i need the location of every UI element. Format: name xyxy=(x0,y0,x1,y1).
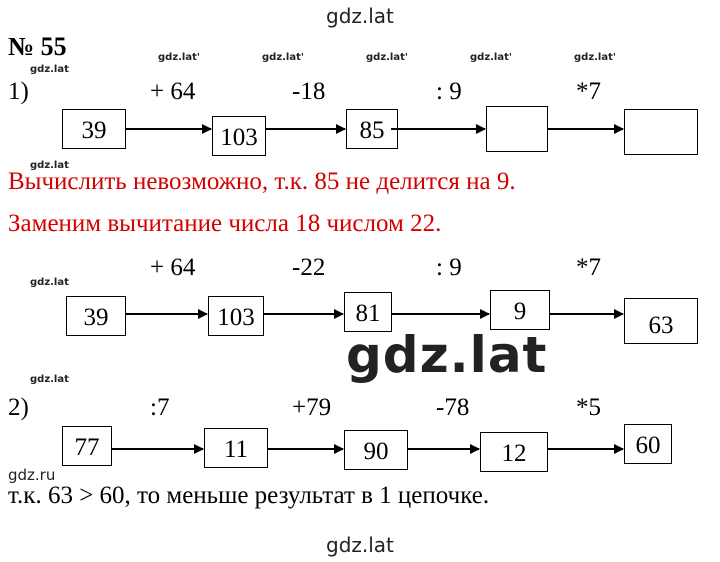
operation-label: +79 xyxy=(292,394,332,421)
value-box-empty xyxy=(624,109,698,155)
watermark-small: gdz.lat' xyxy=(366,52,408,63)
value-box: 60 xyxy=(624,424,672,464)
operation-label: *7 xyxy=(576,78,601,105)
value-box: 63 xyxy=(624,298,698,344)
operation-label: -18 xyxy=(292,78,326,105)
value-box: 85 xyxy=(346,109,398,149)
operation-label: + 64 xyxy=(150,78,196,105)
watermark-small: gdz.lat xyxy=(30,374,69,385)
operation-label: -78 xyxy=(436,394,470,421)
watermark-large: gdz.lat xyxy=(346,326,548,384)
operation-label: + 64 xyxy=(150,254,196,281)
value-box: 39 xyxy=(66,296,126,336)
value-box: 103 xyxy=(212,116,266,156)
operation-label: *5 xyxy=(576,394,601,421)
watermark-small: gdz.lat' xyxy=(262,52,304,63)
value-box: 90 xyxy=(344,430,408,470)
conclusion-text: т.к. 63 > 60, то меньше результат в 1 це… xyxy=(8,482,490,509)
error-message: Вычислить невозможно, т.к. 85 не делится… xyxy=(8,168,516,195)
watermark-bottom: gdz.lat xyxy=(326,533,394,557)
operation-label: : 9 xyxy=(436,78,462,105)
value-box: 11 xyxy=(204,428,268,468)
operation-label: :7 xyxy=(150,394,170,421)
watermark-small: gdz.lat xyxy=(30,160,69,171)
value-box: 77 xyxy=(62,426,112,466)
value-box: 81 xyxy=(344,292,392,332)
watermark-small: gdz.lat xyxy=(30,277,69,288)
watermark-small: gdz.lat xyxy=(30,64,69,75)
value-box: 103 xyxy=(208,296,264,336)
operation-label: *7 xyxy=(576,254,601,281)
watermark-small: gdz.lat' xyxy=(574,52,616,63)
value-box: 12 xyxy=(480,432,548,472)
watermark-top: gdz.lat xyxy=(326,4,394,28)
part-2-label: 2) xyxy=(8,394,29,421)
part-1-label: 1) xyxy=(8,78,29,105)
exercise-number: № 55 xyxy=(8,32,67,61)
watermark-gdz-ru: gdz.ru xyxy=(8,466,56,484)
watermark-small: gdz.lat' xyxy=(158,52,200,63)
operation-label: -22 xyxy=(292,254,326,281)
value-box: 9 xyxy=(490,290,550,330)
value-box-empty xyxy=(486,106,548,152)
replacement-message: Заменим вычитание числа 18 числом 22. xyxy=(8,210,442,237)
operation-label: : 9 xyxy=(436,254,462,281)
watermark-small: gdz.lat' xyxy=(470,52,512,63)
value-box: 39 xyxy=(62,109,126,149)
